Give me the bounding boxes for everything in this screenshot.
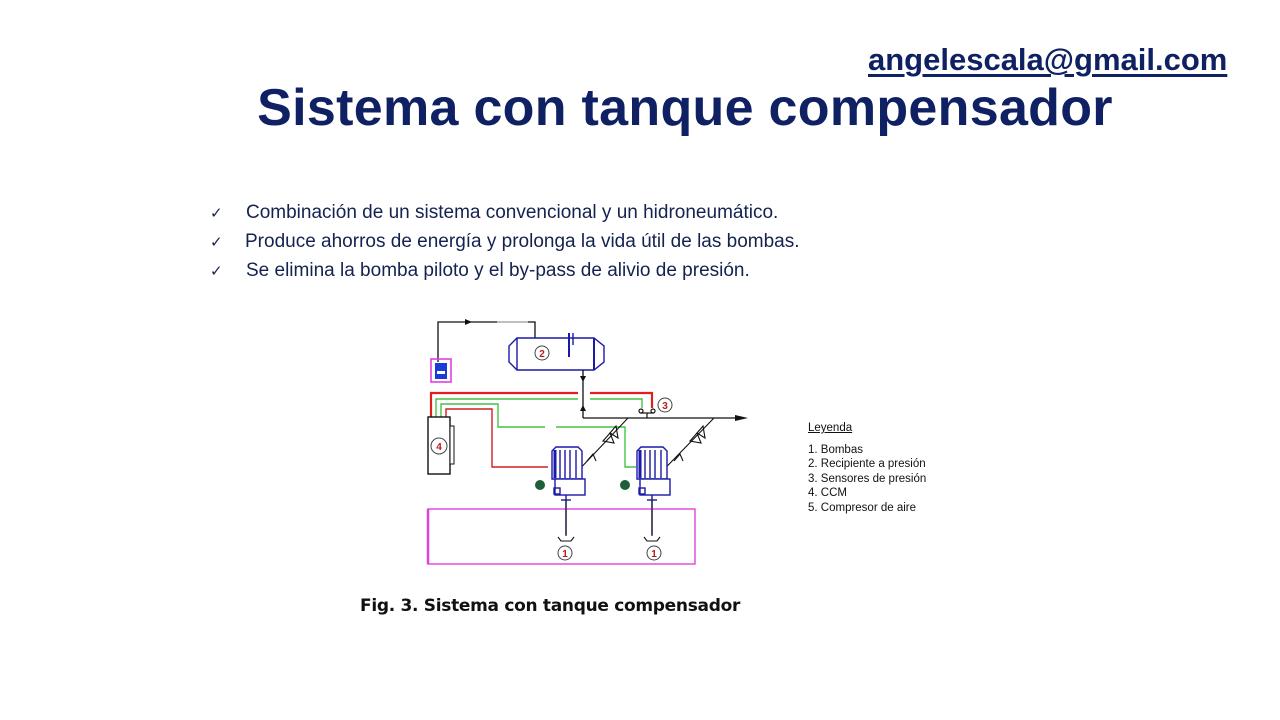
legend-item: 4. CCM xyxy=(808,487,847,499)
system-diagram: 2 3 4 xyxy=(426,319,748,565)
pressure-sensor xyxy=(638,408,656,418)
sensor-label: 3 xyxy=(662,401,668,412)
pressure-tank xyxy=(508,333,605,371)
compressor-air-line xyxy=(437,321,536,362)
bullet-text: Se elimina la bomba piloto y el by-pass … xyxy=(246,259,750,281)
slide-title: Sistema con tanque compensador xyxy=(257,79,1113,137)
bullet-item: ✓ Combinación de un sistema convencional… xyxy=(210,198,800,227)
pump-motor xyxy=(636,446,671,535)
pump-label: 1 xyxy=(562,549,568,560)
legend-item: 2. Recipiente a presión xyxy=(808,458,926,470)
air-compressor-icon xyxy=(430,358,452,383)
bullet-text: Produce ahorros de energía y prolonga la… xyxy=(245,230,800,252)
legend: Leyenda 1. Bombas 2. Recipiente a presió… xyxy=(808,421,926,515)
bullet-text: Combinación de un sistema convencional y… xyxy=(246,201,779,223)
bullet-item: ✓ Produce ahorros de energía y prolonga … xyxy=(210,227,800,256)
pump-motor xyxy=(551,446,586,535)
figure-caption: Fig. 3. Sistema con tanque compensador xyxy=(360,596,741,616)
pump-label: 1 xyxy=(651,549,657,560)
legend-item: 1. Bombas xyxy=(808,443,863,456)
checkmark-icon: ✓ xyxy=(210,203,223,222)
legend-title: Leyenda xyxy=(808,422,853,434)
email-link[interactable]: angelescala@gmail.com xyxy=(868,42,1228,77)
legend-item: 3. Sensores de presión xyxy=(808,472,927,485)
ccm-label: 4 xyxy=(436,442,442,453)
checkmark-icon: ✓ xyxy=(210,261,223,280)
checkmark-icon: ✓ xyxy=(210,232,223,251)
legend-item: 5. Compresor de aire xyxy=(808,501,917,514)
tank-label: 2 xyxy=(539,349,545,360)
bullet-item: ✓ Se elimina la bomba piloto y el by-pas… xyxy=(210,256,800,285)
bullet-list: ✓ Combinación de un sistema convencional… xyxy=(210,198,800,285)
